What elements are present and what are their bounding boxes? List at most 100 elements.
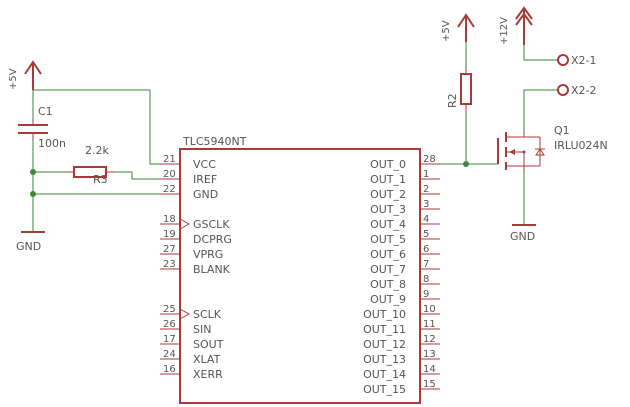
ic-left-pin-number: 26 [163,319,176,330]
ic-left-pin-number: 25 [163,304,176,315]
supply-r2-5v-label: +5V [441,20,452,42]
connector-x2-1-label: X2-1 [571,54,597,67]
ic-right-pin-number: 5 [423,229,429,240]
q1-value: IRLU024N [554,139,608,152]
resistor-r3: 2.2k R3 [66,144,116,186]
ic-left-pin-label: DCPRG [193,233,232,246]
ic-left-pin-label: XLAT [193,353,221,366]
r3-value: 2.2k [85,144,109,157]
ic-right-pin-number: 2 [423,184,429,195]
ic-right-pin-number: 8 [423,274,429,285]
ic-right-pin: 3 OUT_3 [370,199,440,216]
ic-left-pin: 23 BLANK [160,259,231,276]
ic-left-pin-number: 17 [163,334,176,345]
ic-right-pin-number: 11 [423,319,436,330]
connector-x2-1[interactable]: X2-1 [557,54,597,67]
ground-left-label: GND [16,240,41,253]
supply-r2-5v: +5V [441,13,475,42]
ground-q1-label: GND [510,230,535,243]
ic-right-pin-label: OUT_8 [370,278,406,291]
ic-right-pin: 12 OUT_12 [363,334,440,351]
ic-right-pin: 5 OUT_5 [370,229,440,246]
ic-left-pin-number: 16 [163,364,176,375]
supply-12v-label: +12V [499,17,510,45]
ic-left-pin-number: 22 [163,184,176,195]
ic-left-pin: 21 VCC [160,154,216,171]
ic-left-pin-label: SOUT [193,338,224,351]
capacitor-c1: C1 100n [18,105,66,150]
ic-right-pin-number: 12 [423,334,436,345]
ic-left-pin-label: VPRG [193,248,223,261]
ic-right-pin-number: 10 [423,304,436,315]
ic-left-pin-label: GSCLK [193,218,230,231]
ic-left-pin-label: VCC [193,158,216,171]
ic-right-pin: 28 OUT_0 [370,154,440,171]
ic-right-pin-label: OUT_0 [370,158,406,171]
ic-right-pin-label: OUT_4 [370,218,406,231]
q1-name: Q1 [554,124,570,137]
ic-left-pin: 17 SOUT [160,334,224,351]
r3-name: R3 [93,173,108,186]
ic-right-pin-label: OUT_9 [370,293,406,306]
ic-right-pin-label: OUT_13 [363,353,406,366]
ic-right-pin: 4 OUT_4 [370,214,440,231]
supply-12v: +12V [499,6,533,45]
ic-name: TLC5940NT [182,135,247,148]
wire-iref [116,171,180,180]
junction-r3 [30,169,36,175]
ic-right-pin-label: OUT_1 [370,173,406,186]
ic-left-pin-label: IREF [193,173,217,186]
mosfet-q1: Q1 IRLU024N [497,124,608,172]
connector-x2-2[interactable]: X2-2 [557,84,597,97]
ic-right-pin: 1 OUT_1 [370,169,440,186]
ic-right-pin-number: 28 [423,154,436,165]
ic-right-pin-number: 3 [423,199,429,210]
ic-left-pin-number: 19 [163,229,176,240]
ic-left-pin-label: BLANK [193,263,231,276]
r2-name: R2 [446,93,459,108]
ic-left-pin-number: 24 [163,349,176,360]
ic-right-pin: 9 OUT_9 [370,289,440,306]
wire-drain-x22 [523,89,558,130]
ic-right-pin-number: 1 [423,169,429,180]
ic-right-pin-number: 6 [423,244,429,255]
ic-right-pin: 10 OUT_10 [363,304,440,321]
wire-12v-x21 [523,45,558,61]
ic-left-pin-label: GND [193,188,218,201]
resistor-r2: R2 [446,66,472,112]
ground-left: GND [16,231,45,253]
ic-right-pin-label: OUT_6 [370,248,406,261]
ic-right-pin-label: OUT_5 [370,233,406,246]
ic-right-pin-number: 13 [423,349,436,360]
ic-right-pin-label: OUT_14 [363,368,406,381]
ground-q1: GND [510,224,536,243]
ic-right-pin-label: OUT_2 [370,188,406,201]
ic-left-pin-number: 23 [163,259,176,270]
c1-name: C1 [38,105,53,118]
ic-right-pin-number: 4 [423,214,429,225]
connector-x2-2-label: X2-2 [571,84,597,97]
ic-right-pin-number: 9 [423,289,429,300]
ic-right-pin-number: 14 [423,364,436,375]
ic-right-pin-label: OUT_7 [370,263,406,276]
ic-left-pin-number: 18 [163,214,176,225]
ic-right-pins: 28OUT_01OUT_12OUT_23OUT_34OUT_45OUT_56OU… [363,154,440,396]
ic-right-pin-label: OUT_10 [363,308,406,321]
clock-input-icon [179,308,191,320]
ic-right-pin: 13 OUT_13 [363,349,440,366]
ic-right-pin-label: OUT_12 [363,338,406,351]
ic-right-pin: 7 OUT_7 [370,259,440,276]
ic-right-pin-number: 7 [423,259,429,270]
ic-left-pin-number: 21 [163,154,176,165]
ic-right-pin: 2 OUT_2 [370,184,440,201]
ic-right-pin-label: OUT_3 [370,203,406,216]
ic-right-pin-label: OUT_11 [363,323,406,336]
